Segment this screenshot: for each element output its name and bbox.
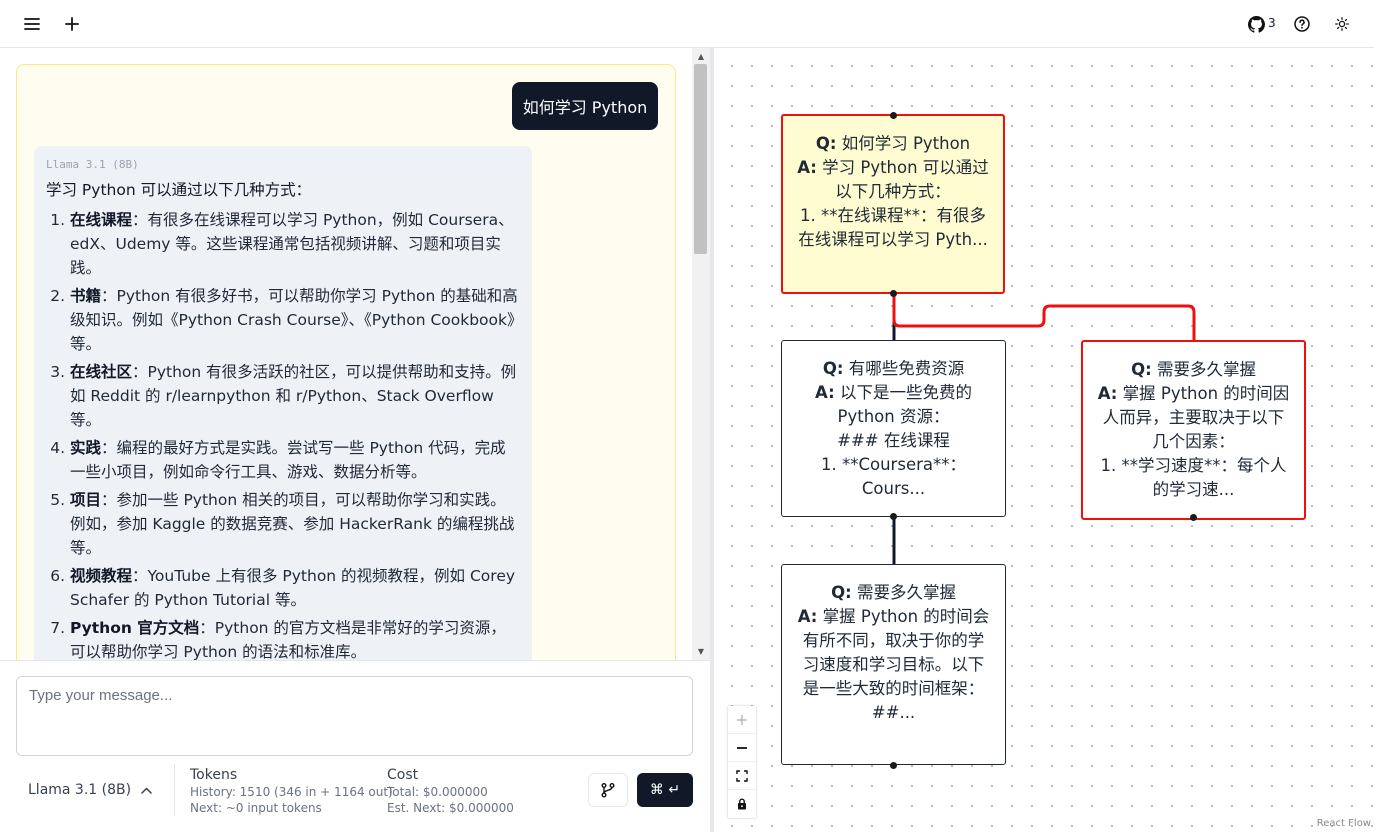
react-flow-attribution[interactable]: React Flow	[1316, 818, 1371, 829]
cost-est-next: Est. Next: $0.000000	[387, 801, 514, 815]
github-star-count: 3	[1268, 16, 1276, 30]
list-item: Python 官方文档：Python 的官方文档是非常好的学习资源，可以帮助你学…	[70, 616, 520, 660]
assistant-model-tag: Llama 3.1 (8B)	[46, 158, 139, 171]
assistant-intro: 学习 Python 可以通过以下几种方式：	[46, 181, 312, 199]
node-a-label: A:	[1097, 384, 1118, 403]
node-q-label: Q:	[815, 134, 837, 153]
edge-root-to-duration	[892, 294, 1196, 340]
cost-total: Total: $0.000000	[387, 785, 488, 799]
chat-scroll-area[interactable]: 如何学习 Python Llama 3.1 (8B) 学习 Python 可以通…	[0, 48, 692, 660]
menu-icon[interactable]	[20, 12, 44, 36]
node-a-label: A:	[797, 607, 818, 626]
footer-separator	[174, 764, 175, 816]
node-q-label: Q:	[822, 359, 844, 378]
node-handle-top[interactable]	[890, 112, 897, 119]
zoom-out-icon[interactable]	[728, 734, 756, 762]
flow-edges	[892, 294, 1196, 564]
chevron-up-icon	[141, 787, 152, 794]
list-item: 书籍：Python 有很多好书，可以帮助你学习 Python 的基础和高级知识。…	[70, 284, 520, 356]
node-handle-bottom[interactable]	[1190, 514, 1197, 521]
resize-handle[interactable]	[710, 48, 714, 832]
node-question: 有哪些免费资源	[848, 359, 965, 378]
top-bar: 3	[0, 0, 1374, 48]
branch-button[interactable]	[588, 773, 628, 807]
node-handle-bottom[interactable]	[890, 513, 897, 520]
model-selector[interactable]: Llama 3.1 (8B)	[16, 774, 156, 806]
node-answer: 掌握 Python 的时间会有所不同，取决于你的学习速度和学习目标。以下是一些大…	[802, 607, 990, 722]
list-item: 在线课程：有很多在线课程可以学习 Python，例如 Coursera、edX、…	[70, 208, 520, 280]
git-branch-icon	[600, 782, 616, 798]
zoom-in-icon[interactable]	[728, 706, 756, 734]
tokens-next: Next: ~0 input tokens	[190, 801, 322, 815]
node-question: 需要多久掌握	[1156, 360, 1256, 379]
tokens-title: Tokens	[190, 767, 238, 783]
fit-view-icon[interactable]	[728, 762, 756, 790]
theme-toggle-sun-icon[interactable]	[1330, 12, 1354, 36]
chat-pane: 如何学习 Python Llama 3.1 (8B) 学习 Python 可以通…	[0, 48, 710, 832]
cost-title: Cost	[387, 767, 419, 783]
chat-scrollbar-thumb[interactable]	[694, 64, 707, 254]
assistant-message-bubble: Llama 3.1 (8B) 学习 Python 可以通过以下几种方式： 在线课…	[34, 146, 532, 660]
node-answer: 以下是一些免费的 Python 资源： ### 在线课程 1. **Course…	[821, 383, 972, 498]
message-input[interactable]	[16, 676, 693, 756]
flow-node-free-resources[interactable]: Q: 有哪些免费资源 A: 以下是一些免费的 Python 资源： ### 在线…	[781, 340, 1006, 517]
help-icon[interactable]	[1290, 12, 1314, 36]
flow-node-root[interactable]: Q: 如何学习 Python A: 学习 Python 可以通过以下几种方式： …	[781, 114, 1005, 294]
send-button[interactable]: ⌘ ↵	[637, 773, 693, 807]
node-q-label: Q:	[1131, 360, 1152, 379]
flow-node-duration-a[interactable]: Q: 需要多久掌握 A: 掌握 Python 的时间因人而异，主要取决于以下几个…	[1081, 340, 1306, 520]
assistant-answer-list: 在线课程：有很多在线课程可以学习 Python，例如 Coursera、edX、…	[46, 208, 520, 660]
conversation-flow-canvas[interactable]: Q: 如何学习 Python A: 学习 Python 可以通过以下几种方式： …	[714, 48, 1374, 832]
node-question: 如何学习 Python	[841, 134, 971, 153]
scroll-up-arrow-icon[interactable]: ▲	[697, 51, 705, 61]
lock-icon[interactable]	[728, 790, 756, 818]
node-question: 需要多久掌握	[856, 583, 956, 602]
node-q-label: Q:	[831, 583, 852, 602]
node-answer: 掌握 Python 的时间因人而异，主要取决于以下几个因素： 1. **学习速度…	[1100, 384, 1290, 499]
node-a-label: A:	[797, 158, 817, 177]
node-a-label: A:	[815, 383, 835, 402]
flow-controls	[728, 706, 756, 818]
tokens-history: History: 1510 (346 in + 1164 out)	[190, 785, 393, 799]
list-item: 在线社区：Python 有很多活跃的社区，可以提供帮助和支持。例如 Reddit…	[70, 360, 520, 432]
list-item: 实践：编程的最好方式是实践。尝试写一些 Python 代码，完成一些小项目，例如…	[70, 436, 520, 484]
node-handle-bottom[interactable]	[890, 290, 897, 297]
flow-node-duration-b[interactable]: Q: 需要多久掌握 A: 掌握 Python 的时间会有所不同，取决于你的学习速…	[781, 564, 1006, 765]
token-stats: Tokens History: 1510 (346 in + 1164 out)…	[190, 766, 393, 816]
github-icon[interactable]	[1244, 12, 1268, 36]
node-handle-bottom[interactable]	[890, 762, 897, 769]
scroll-down-arrow-icon[interactable]: ▼	[697, 646, 705, 656]
model-selector-label: Llama 3.1 (8B)	[28, 782, 132, 798]
user-message-bubble: 如何学习 Python	[512, 82, 658, 130]
new-chat-plus-icon[interactable]	[60, 12, 84, 36]
composer-divider	[0, 660, 710, 661]
list-item: 项目：参加一些 Python 相关的项目，可以帮助你学习和实践。例如，参加 Ka…	[70, 488, 520, 560]
cost-stats: Cost Total: $0.000000 Est. Next: $0.0000…	[387, 766, 514, 816]
node-answer: 学习 Python 可以通过以下几种方式： 1. **在线课程**：有很多在线课…	[798, 158, 989, 249]
list-item: 视频教程：YouTube 上有很多 Python 的视频教程，例如 Corey …	[70, 564, 520, 612]
